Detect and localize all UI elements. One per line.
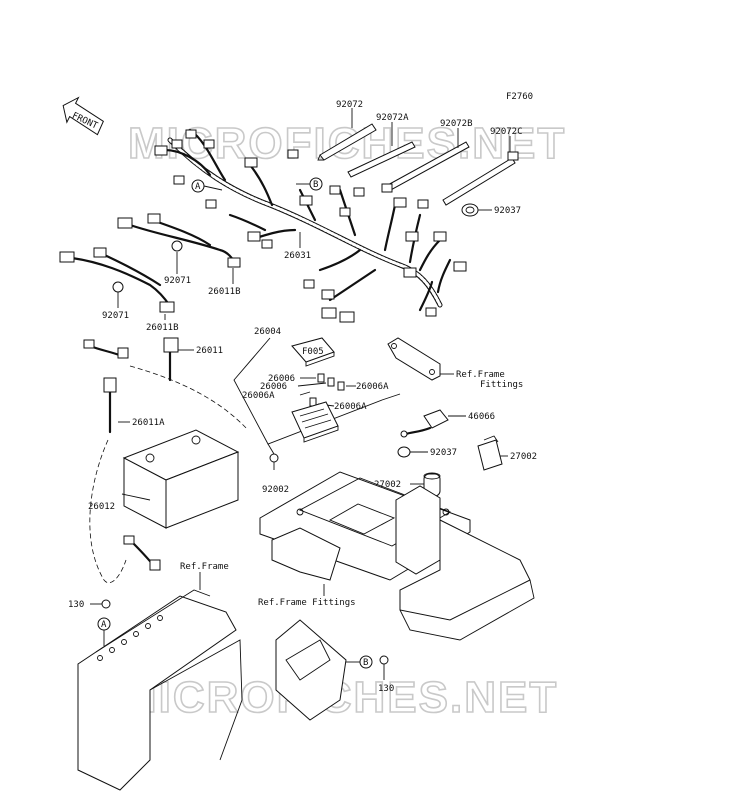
main-wiring-harness-26031 (154, 128, 467, 323)
svg-text:B: B (313, 180, 318, 190)
clip-92037-mid (397, 446, 411, 458)
sub-harness-26011B-upper (117, 213, 241, 268)
battery-cable-26011 (163, 337, 179, 382)
marker-a-bottom: A (97, 617, 111, 646)
callout-130-left: 130 (68, 600, 84, 610)
callout-27002-right: 27002 (510, 452, 537, 462)
relay-bracket (387, 337, 441, 381)
frame-section (77, 589, 347, 791)
cable-routing-dashed (89, 365, 249, 584)
battery-26012 (122, 429, 240, 529)
tie-band-92072C (442, 151, 519, 206)
callout-26011A: 26011A (132, 418, 165, 428)
callout-26011: 26011 (196, 346, 223, 356)
fuse-box-26004 (291, 401, 339, 443)
figure-code: F2760 (506, 92, 533, 102)
callout-26006-b: 26006 (260, 382, 287, 392)
callout-26012: 26012 (88, 502, 115, 512)
clip-92037 (461, 203, 479, 217)
bolt-130-left (101, 599, 111, 609)
callout-26006A-c: 26006A (334, 402, 367, 412)
svg-text:F005: F005 (302, 347, 324, 357)
tie-band-92072 (317, 123, 377, 161)
front-arrow-icon: FRONT (62, 96, 104, 136)
sub-harness-26011B-lower (59, 247, 175, 313)
battery-tray (259, 471, 535, 641)
callout-92037-mid: 92037 (430, 448, 457, 458)
callout-46066: 46066 (468, 412, 495, 422)
svg-text:A: A (195, 182, 201, 192)
fuse-26006 (309, 373, 345, 407)
ref-frame: Ref.Frame (180, 562, 229, 572)
callout-92072B: 92072B (440, 119, 473, 129)
callout-26006A-a: 26006A (242, 391, 275, 401)
fuse-box-cover: F005 (291, 337, 335, 367)
battery-cable-26011A (83, 339, 161, 571)
tie-band-92072B (381, 141, 470, 193)
marker-b-top: B (296, 177, 323, 191)
ref-frame-fittings-1: Ref.Frame (456, 370, 505, 380)
callout-130-right: 130 (378, 684, 394, 694)
callout-26011B-lower: 26011B (146, 323, 179, 333)
callout-26031: 26031 (284, 251, 311, 261)
bolt-130-right (379, 655, 389, 665)
callout-92072: 92072 (336, 100, 363, 110)
callout-92002: 92002 (262, 485, 289, 495)
relay-46066 (400, 409, 449, 438)
callout-92072C: 92072C (490, 127, 523, 137)
ref-frame-fittings-lower: Ref.Frame Fittings (258, 598, 356, 608)
marker-a-top: A (191, 179, 223, 193)
callout-27002-left: 27002 (374, 480, 401, 490)
marker-b-bottom: B (346, 655, 373, 669)
callout-26004: 26004 (254, 327, 281, 337)
callout-92037-top: 92037 (494, 206, 521, 216)
screw-92002 (269, 453, 279, 470)
component-27002-right (477, 435, 503, 471)
callout-26006-a: 26006 (268, 374, 295, 384)
callout-92071-lower: 92071 (102, 311, 129, 321)
callout-92071-upper: 92071 (164, 276, 191, 286)
callout-26011B-upper: 26011B (208, 287, 241, 297)
svg-text:A: A (101, 620, 107, 630)
ref-frame-fittings-2: Fittings (480, 380, 523, 390)
callout-26006A-b: 26006A (356, 382, 389, 392)
svg-text:B: B (363, 658, 368, 668)
tie-band-92072A (347, 141, 416, 178)
callout-92072A: 92072A (376, 113, 409, 123)
